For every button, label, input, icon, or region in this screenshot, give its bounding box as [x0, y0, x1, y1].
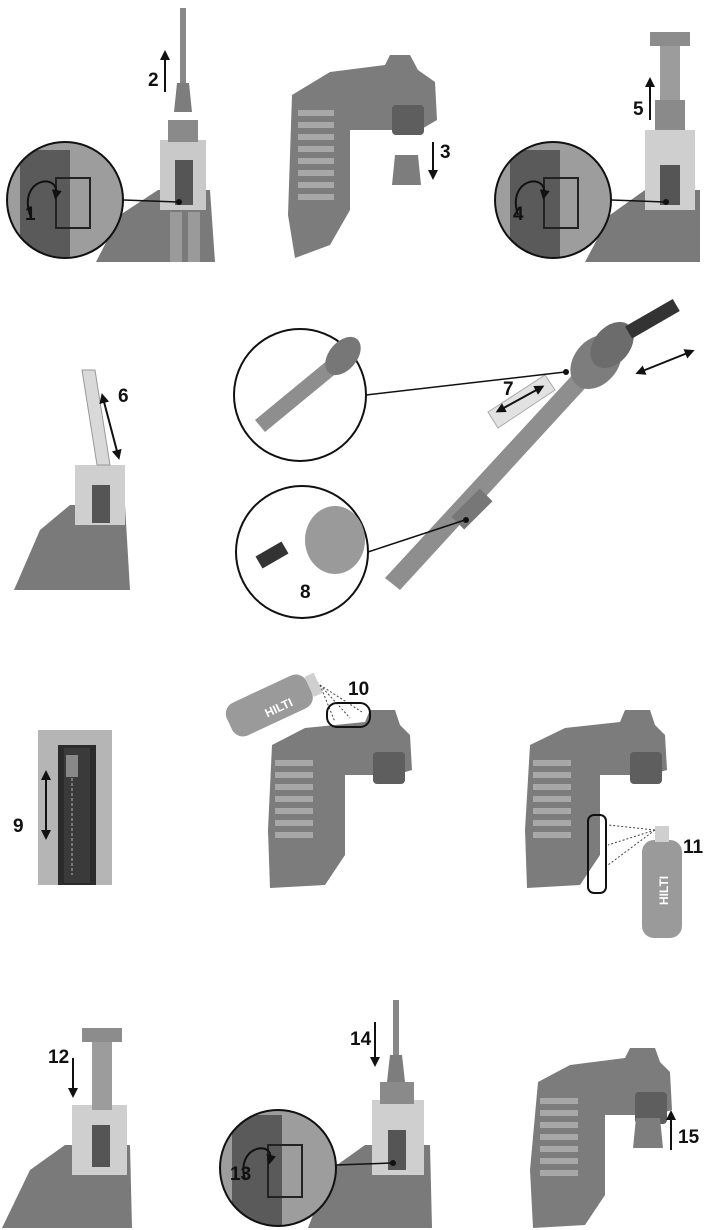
panel-step-4-5 — [494, 32, 700, 262]
step-label-15: 15 — [678, 1127, 700, 1148]
step-label-8: 8 — [300, 582, 311, 603]
panel-step-13-14 — [219, 1000, 432, 1228]
step-label-1: 1 — [25, 204, 36, 225]
step-label-7: 7 — [503, 379, 514, 400]
step-label-12: 12 — [48, 1047, 69, 1068]
panel-step-10: HILTI — [225, 672, 412, 888]
panel-step-9 — [38, 730, 112, 885]
panel-step-11: HILTI — [525, 710, 682, 938]
step-label-3: 3 — [440, 142, 451, 163]
step-label-13: 13 — [230, 1164, 251, 1185]
step-label-4: 4 — [513, 204, 524, 225]
step-label-9: 9 — [13, 816, 24, 837]
step-label-10: 10 — [348, 679, 369, 700]
panel-step-3 — [288, 55, 438, 258]
panel-step-7-8 — [233, 298, 695, 619]
panel-step-1-2 — [6, 8, 215, 262]
step-label-6: 6 — [118, 386, 129, 407]
hilti-logo-can-11: HILTI — [657, 876, 671, 905]
step-label-11: 11 — [683, 837, 704, 858]
step-label-14: 14 — [350, 1029, 372, 1050]
panel-step-15 — [530, 1048, 676, 1228]
panel-step-6 — [14, 369, 130, 590]
step-label-5: 5 — [633, 99, 644, 120]
step-label-2: 2 — [148, 70, 159, 91]
panel-step-12 — [2, 1028, 132, 1228]
